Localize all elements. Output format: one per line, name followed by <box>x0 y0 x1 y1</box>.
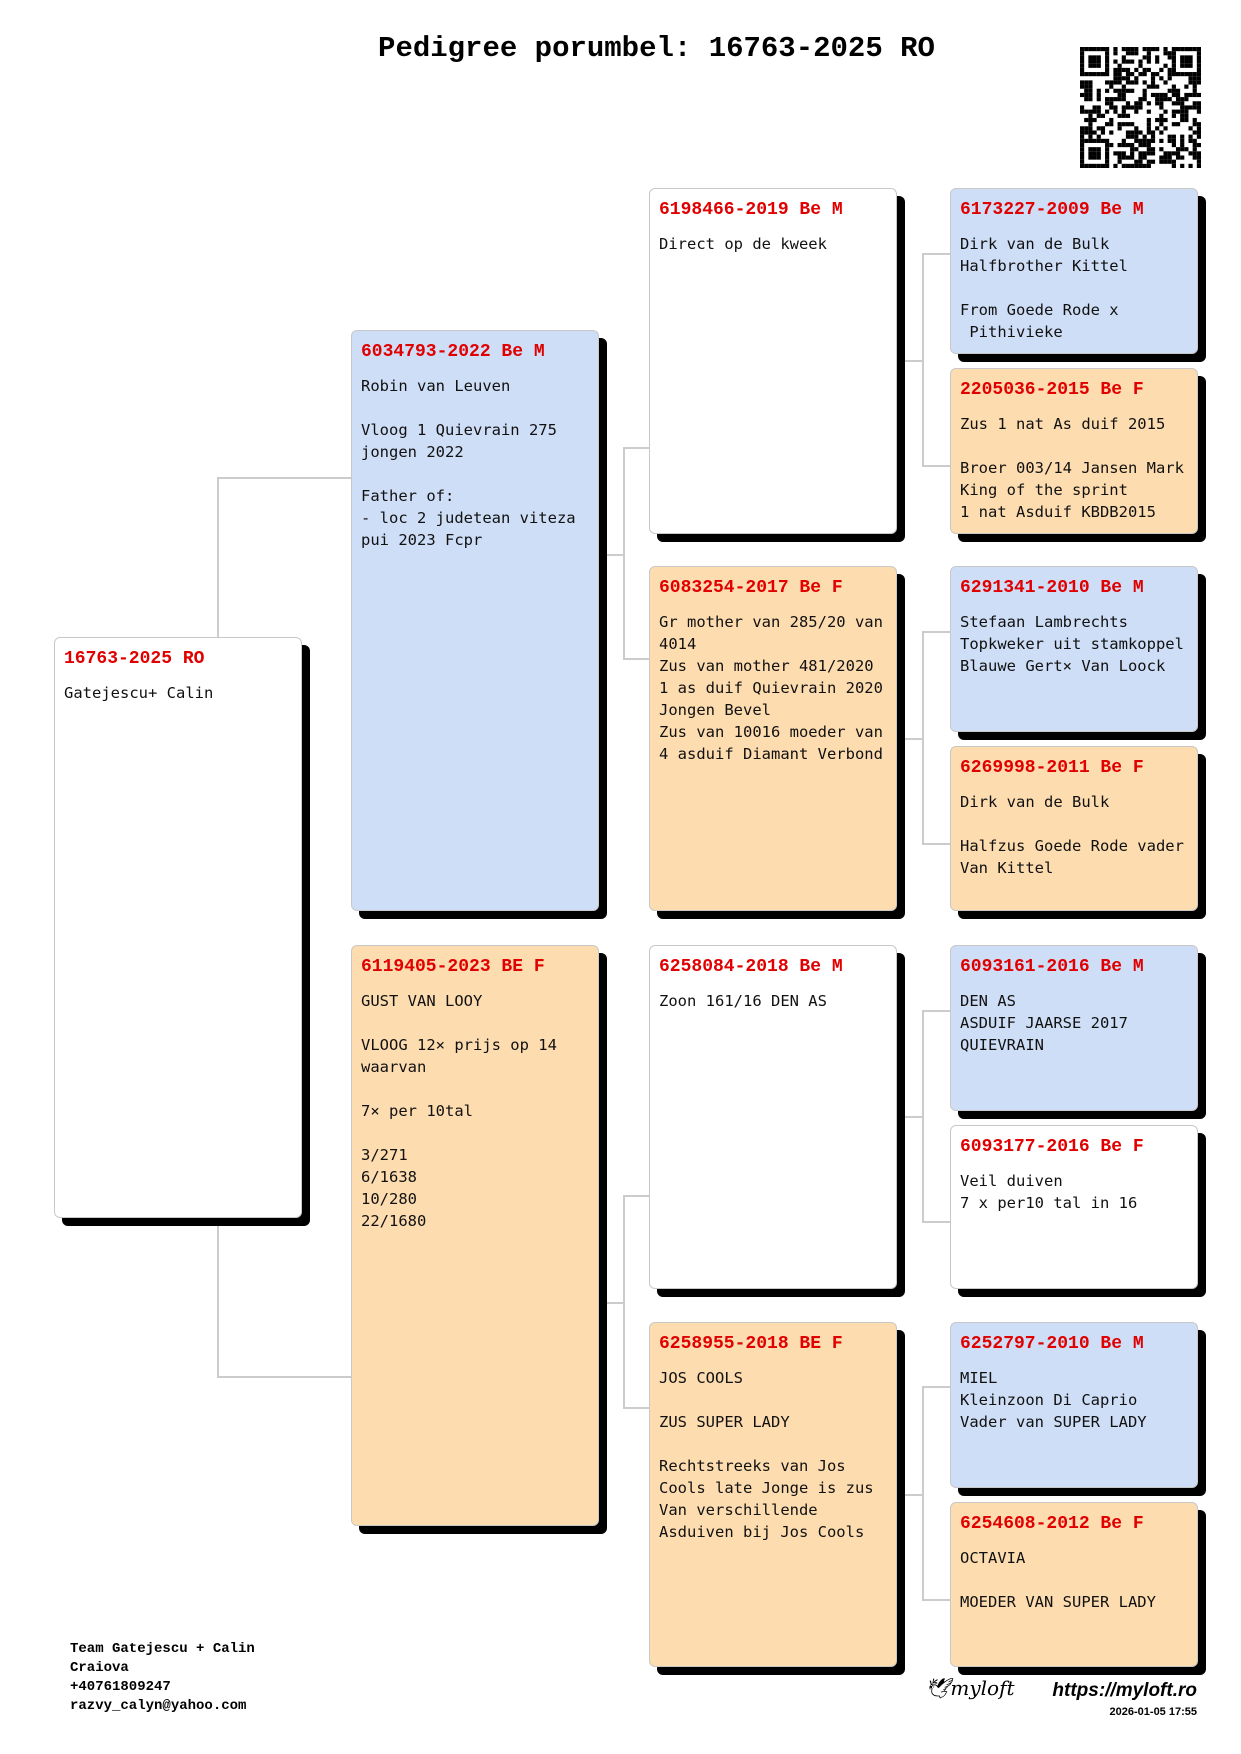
pigeon-notes: Veil duiven 7 x per10 tal in 16 <box>960 1172 1138 1212</box>
pigeon-card-sire-dam[interactable]: 6083254-2017 Be F Gr mother van 285/20 v… <box>649 566 897 911</box>
pigeon-card-dam-sire[interactable]: 6258084-2018 Be M Zoon 161/16 DEN AS <box>649 945 897 1289</box>
team-name: Team Gatejescu + Calin <box>70 1641 255 1657</box>
pigeon-notes: Gatejescu+ Calin <box>64 684 214 702</box>
ring-number: 16763-2025 RO <box>64 649 205 669</box>
city: Craiova <box>70 1660 129 1676</box>
pigeon-notes: Zoon 161/16 DEN AS <box>659 992 827 1010</box>
ring-number: 6198466-2019 Be M <box>659 200 843 220</box>
pigeon-notes: Direct op de kweek <box>659 235 827 253</box>
ring-number: 6173227-2009 Be M <box>960 200 1144 220</box>
pigeon-notes: Gr mother van 285/20 van 4014 Zus van mo… <box>659 613 883 763</box>
ring-number: 6252797-2010 Be M <box>960 1334 1144 1354</box>
pigeon-card-ddd[interactable]: 6254608-2012 Be F OCTAVIA MOEDER VAN SUP… <box>950 1502 1198 1667</box>
ring-number: 6083254-2017 Be F <box>659 578 843 598</box>
pigeon-card-dam[interactable]: 6119405-2023 BE F GUST VAN LOOY VLOOG 12… <box>351 945 599 1526</box>
pigeon-notes: Dirk van de Bulk Halfbrother Kittel From… <box>960 235 1128 341</box>
ring-number: 6254608-2012 Be F <box>960 1514 1144 1534</box>
ring-number: 6093161-2016 Be M <box>960 957 1144 977</box>
ring-number: 6258084-2018 Be M <box>659 957 843 977</box>
owner-contact: Team Gatejescu + Calin Craiova +40761809… <box>70 1640 255 1716</box>
phone: +40761809247 <box>70 1679 171 1695</box>
pigeon-notes: Dirk van de Bulk Halfzus Goede Rode vade… <box>960 793 1184 877</box>
pigeon-card-dds[interactable]: 6252797-2010 Be M MIEL Kleinzoon Di Capr… <box>950 1322 1198 1488</box>
qr-code <box>1080 47 1201 168</box>
page-title: Pedigree porumbel: 16763-2025 RO <box>378 32 935 65</box>
pigeon-card-sire[interactable]: 6034793-2022 Be M Robin van Leuven Vloog… <box>351 330 599 911</box>
pigeon-card-sdd[interactable]: 6269998-2011 Be F Dirk van de Bulk Halfz… <box>950 746 1198 911</box>
pigeon-card-subject[interactable]: 16763-2025 RO Gatejescu+ Calin <box>54 637 302 1218</box>
pigeon-card-sds[interactable]: 6291341-2010 Be M Stefaan Lambrechts Top… <box>950 566 1198 732</box>
ring-number: 6034793-2022 Be M <box>361 342 545 362</box>
pigeon-card-dsd[interactable]: 6093177-2016 Be F Veil duiven 7 x per10 … <box>950 1125 1198 1289</box>
myloft-branding: 🕊myloft https://myloft.ro 2026-01-05 17:… <box>925 1676 1197 1736</box>
myloft-logo: 🕊myloft <box>925 1676 1015 1700</box>
generated-date: 2026-01-05 17:55 <box>1109 1706 1197 1718</box>
myloft-link[interactable]: https://myloft.ro <box>1052 1680 1197 1701</box>
pigeon-card-dss[interactable]: 6093161-2016 Be M DEN AS ASDUIF JAARSE 2… <box>950 945 1198 1111</box>
ring-number: 6093177-2016 Be F <box>960 1137 1144 1157</box>
pigeon-notes: OCTAVIA MOEDER VAN SUPER LADY <box>960 1549 1156 1611</box>
pigeon-notes: JOS COOLS ZUS SUPER LADY Rechtstreeks va… <box>659 1369 874 1541</box>
pigeon-card-sire-sire[interactable]: 6198466-2019 Be M Direct op de kweek <box>649 188 897 534</box>
pigeon-notes: Stefaan Lambrechts Topkweker uit stamkop… <box>960 613 1184 675</box>
email: razvy_calyn@yahoo.com <box>70 1698 247 1714</box>
pigeon-notes: Zus 1 nat As duif 2015 Broer 003/14 Jans… <box>960 415 1184 521</box>
pigeon-notes: GUST VAN LOOY VLOOG 12× prijs op 14 waar… <box>361 992 557 1230</box>
ring-number: 2205036-2015 Be F <box>960 380 1144 400</box>
pigeon-card-sss[interactable]: 6173227-2009 Be M Dirk van de Bulk Halfb… <box>950 188 1198 354</box>
ring-number: 6119405-2023 BE F <box>361 957 545 977</box>
ring-number: 6291341-2010 Be M <box>960 578 1144 598</box>
pigeon-notes: MIEL Kleinzoon Di Caprio Vader van SUPER… <box>960 1369 1147 1431</box>
ring-number: 6258955-2018 BE F <box>659 1334 843 1354</box>
ring-number: 6269998-2011 Be F <box>960 758 1144 778</box>
pigeon-notes: Robin van Leuven Vloog 1 Quievrain 275 j… <box>361 377 576 549</box>
pigeon-notes: DEN AS ASDUIF JAARSE 2017 QUIEVRAIN <box>960 992 1128 1054</box>
pigeon-card-dam-dam[interactable]: 6258955-2018 BE F JOS COOLS ZUS SUPER LA… <box>649 1322 897 1667</box>
pigeon-card-ssd[interactable]: 2205036-2015 Be F Zus 1 nat As duif 2015… <box>950 368 1198 534</box>
